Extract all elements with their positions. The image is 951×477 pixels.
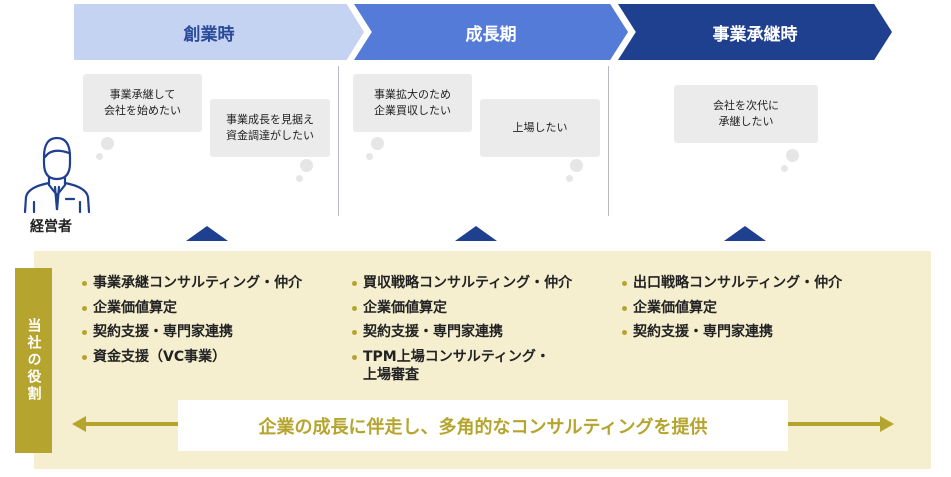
person-label: 経営者 — [30, 219, 72, 235]
phase-label: 事業承継時 — [712, 24, 798, 45]
bullet-icon — [622, 281, 627, 286]
role-label: 当社の役割 — [15, 268, 52, 453]
thought-dot — [101, 137, 114, 150]
role-item-text: 企業価値算定 — [93, 299, 177, 316]
need-bubble: 事業拡大のため 企業買収したい — [353, 74, 472, 132]
phase-label: 成長期 — [465, 24, 517, 45]
role-item: TPM上場コンサルティング・ 上場審査 — [352, 348, 572, 383]
divider — [338, 66, 339, 216]
role-item-text: 契約支援・専門家連携 — [633, 324, 773, 340]
role-item-text: 出口戦略コンサルティング・仲介 — [633, 275, 843, 291]
role-item-text: TPM上場コンサルティング・ 上場審査 — [363, 348, 550, 383]
bullet-icon — [622, 305, 627, 311]
role-item: 企業価値算定 — [82, 299, 302, 324]
thought-dot — [366, 153, 373, 160]
role-column-growth: 買収戦略コンサルティング・仲介企業価値算定契約支援・専門家連携 TPM上場コンサル… — [352, 274, 572, 383]
role-item: 資金支援（VC事業） — [82, 348, 302, 373]
role-item: 事業承継コンサルティング・仲介 — [82, 274, 302, 299]
bullet-icon — [352, 354, 357, 360]
bullet-icon — [82, 281, 87, 286]
role-column-startup: 事業承継コンサルティング・仲介企業価値算定契約支援・専門家連携資金支援（VC事業… — [82, 274, 302, 372]
role-item-text: 契約支援・専門家連携 — [93, 324, 233, 340]
pointer-triangle — [186, 226, 228, 241]
bullet-icon — [352, 281, 357, 286]
need-bubble: 事業成長を見据え 資金調達がしたい — [210, 99, 330, 157]
phase-label: 創業時 — [183, 24, 235, 45]
phase-startup: 創業時 — [74, 4, 364, 60]
business-person-icon — [23, 136, 91, 213]
role-item: 買収戦略コンサルティング・仲介 — [352, 274, 572, 299]
thought-dot — [786, 149, 799, 162]
thought-dot — [781, 165, 788, 172]
need-bubble: 上場したい — [480, 99, 600, 157]
role-item: 契約支援・専門家連携 — [352, 323, 572, 348]
role-item: 企業価値算定 — [622, 299, 842, 324]
role-item-text: 買収戦略コンサルティング・仲介 — [363, 275, 573, 291]
role-item-text: 企業価値算定 — [363, 299, 447, 316]
role-column-succession: 出口戦略コンサルティング・仲介企業価値算定契約支援・専門家連携 — [622, 274, 842, 348]
thought-dot — [300, 159, 313, 172]
role-item: 契約支援・専門家連携 — [82, 323, 302, 348]
pointer-triangle — [724, 226, 766, 241]
role-item-text: 資金支援（VC事業） — [93, 348, 227, 365]
pointer-triangle — [455, 226, 497, 241]
bullet-icon — [352, 330, 357, 335]
role-item-text: 事業承継コンサルティング・仲介 — [93, 275, 303, 291]
role-item-text: 企業価値算定 — [633, 299, 717, 316]
need-bubble: 会社を次代に 承継したい — [674, 85, 818, 143]
bullet-icon — [352, 305, 357, 311]
role-item: 出口戦略コンサルティング・仲介 — [622, 274, 842, 299]
thought-dot — [371, 137, 384, 150]
bullet-icon — [622, 330, 627, 335]
bullet-icon — [82, 330, 87, 335]
divider — [608, 66, 609, 216]
thought-dot — [296, 175, 303, 182]
phase-succession: 事業承継時 — [618, 4, 892, 60]
bullet-icon — [82, 305, 87, 311]
need-bubble: 事業承継して 会社を始めたい — [83, 74, 202, 132]
bullet-icon — [82, 354, 87, 360]
thought-dot — [566, 175, 573, 182]
summary-text: 企業の成長に伴走し、多角的なコンサルティングを提供 — [178, 400, 788, 451]
role-item-text: 契約支援・専門家連携 — [363, 324, 503, 340]
phase-growth: 成長期 — [354, 4, 628, 60]
role-item: 契約支援・専門家連携 — [622, 323, 842, 348]
thought-dot — [570, 159, 583, 172]
thought-dot — [96, 153, 103, 160]
role-item: 企業価値算定 — [352, 299, 572, 324]
